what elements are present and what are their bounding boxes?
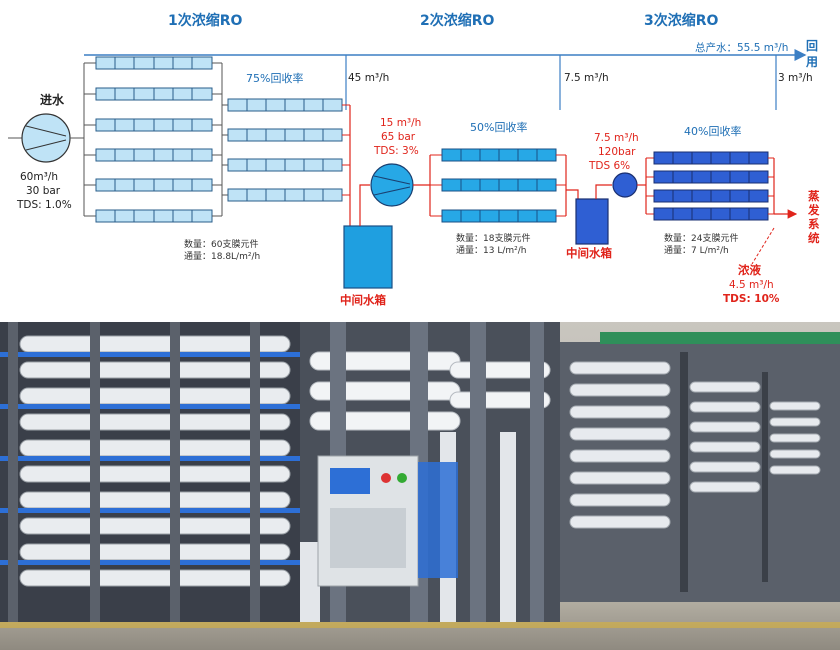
pressure-vessel [430,148,566,162]
evaporation-label-1: 蒸 [808,189,820,203]
tank2-to-pump3 [595,184,612,199]
permeate-flow-3: 3 m³/h [778,72,813,84]
reuse-label-2: 用 [805,55,818,69]
pressure-vessel [84,87,222,101]
pump3-flow: 7.5 m³/h [594,132,639,144]
stage3-recovery: 40%回收率 [684,124,741,138]
evaporation-label-4: 统 [808,231,820,245]
stage1-title: 1次浓缩RO [168,12,243,29]
pressure-vessel [222,158,350,172]
inlet-flow: 60m³/h [20,171,58,183]
concentrate-leader [751,227,775,265]
total-permeate-label: 总产水：55.5 m³/h [695,41,788,54]
ro-process-diagram: 1次浓缩RO 2次浓缩RO 3次浓缩RO 总产水：55.5 m³/h 回 用 4… [8,12,820,307]
stage1-flux: 通量：18.8L/m²/h [184,251,260,262]
pressure-vessel [84,56,222,70]
stage3-count: 数量：24支膜元件 [664,232,738,244]
stage2-flux: 通量：13 L/m²/h [456,245,526,256]
pressure-vessel [222,188,350,202]
stage1-recovery: 75%回收率 [246,71,303,85]
feed-pump-mark-2 [25,139,67,151]
intermediate-tank-1 [343,225,393,289]
pressure-vessel [222,128,350,142]
inlet-pressure: 30 bar [26,185,61,197]
concentrate-tds: TDS: 10% [723,293,780,305]
pressure-vessel [646,189,774,203]
evaporation-label-2: 发 [807,203,820,217]
pressure-vessel [646,170,774,184]
inlet-tds: TDS: 1.0% [16,199,72,211]
feed-pump-icon [21,113,71,163]
pump2-flow: 15 m³/h [380,117,421,129]
pump3-tds: TDS 6% [588,160,630,172]
pump2-mark-1 [373,175,411,185]
stage2-count: 数量：18支膜元件 [456,232,530,244]
stage2-recovery: 50%回收率 [470,120,527,134]
right-membrane-racks [560,332,840,602]
pump2-tds: TDS: 3% [373,145,419,157]
stage2-bank [430,148,566,223]
permeate-flow-2: 7.5 m³/h [564,72,609,84]
reuse-label-1: 回 [806,39,818,53]
s2-to-tank2 [566,189,579,200]
control-panel [317,455,458,587]
stage1-bank-a [84,56,222,223]
permeate-flow-1: 45 m³/h [348,72,389,84]
pressure-vessel [222,98,350,112]
stage2-title: 2次浓缩RO [420,12,495,29]
pressure-vessel [430,178,566,192]
pressure-vessel [646,151,774,165]
pressure-vessel [84,148,222,162]
booster-pump-2-icon [370,163,414,207]
stage3-title: 3次浓缩RO [644,12,719,29]
pressure-vessel [646,207,774,221]
pump3-pressure: 120bar [598,146,636,158]
concentrate-label: 浓液 [738,263,761,277]
inlet-label: 进水 [40,92,65,107]
stage1-count: 数量：60支膜元件 [184,238,258,250]
tank1-label: 中间水箱 [340,293,386,307]
left-membrane-rack [0,322,300,622]
intermediate-tank-2 [575,198,609,245]
pressure-vessel [84,178,222,192]
booster-pump-3-icon [612,172,638,198]
stage3-bank [646,151,774,221]
green-header-pipe [600,332,840,344]
pressure-vessel [430,209,566,223]
tank2-label: 中间水箱 [566,246,612,260]
concentrate-flow: 4.5 m³/h [729,279,774,291]
stage1-bank-b [222,98,350,202]
ro-plant-photo [0,322,840,650]
floor-stripe [0,622,840,628]
pressure-vessel [84,209,222,223]
stage3-flux: 通量：7 L/m²/h [664,245,729,256]
pump2-mark-2 [373,186,411,196]
feed-pump-mark-1 [25,125,67,137]
pump2-pressure: 65 bar [381,131,416,143]
tank1-to-pump2 [359,184,370,226]
pressure-vessel [84,118,222,132]
evaporation-label-3: 系 [808,217,820,231]
